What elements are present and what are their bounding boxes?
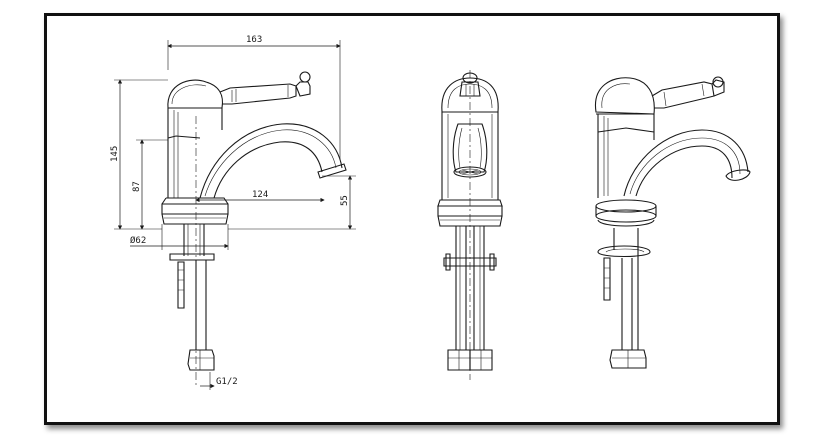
dim-reach: 124 [252,190,268,200]
dim-width-total: 163 [246,35,262,45]
dim-base-diameter: Ø62 [130,235,146,246]
side-view-dimensions: 163 145 87 124 55 Ø62 G1/2 [110,35,356,390]
drawing-frame [44,13,780,425]
dim-height-outlet: 55 [340,195,350,206]
dim-height-spout: 87 [132,181,142,192]
front-view [437,70,503,380]
dim-thread: G1/2 [216,377,238,387]
perspective-view [594,76,751,369]
dim-height-total: 145 [110,146,120,162]
